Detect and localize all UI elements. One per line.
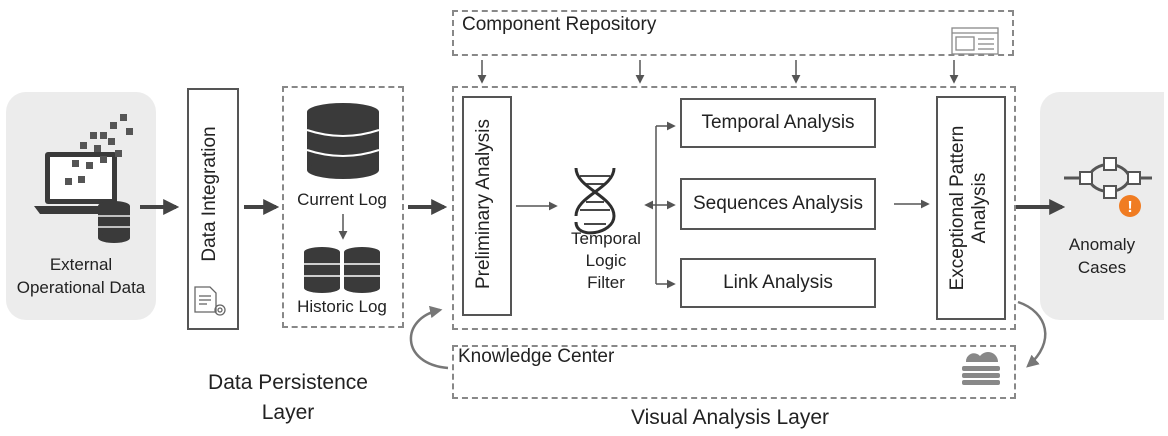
component-repository-label: Component Repository (462, 14, 657, 35)
link-analysis-label: Link Analysis (723, 272, 833, 293)
document-gear-icon (194, 286, 226, 316)
anomaly-network-icon: ! (1064, 157, 1152, 217)
temporal-analysis-box: Temporal Analysis (680, 98, 876, 148)
sequences-analysis-label: Sequences Analysis (692, 193, 864, 214)
data-persistence-box (282, 86, 404, 328)
historic-log-label: Historic Log (297, 297, 387, 316)
anomaly-cases-label: Anomaly Cases (1068, 235, 1136, 277)
current-log-database-icon (306, 103, 380, 179)
cloud-storage-icon (962, 351, 1000, 385)
svg-text:!: ! (1127, 199, 1132, 216)
component-repository-box (452, 10, 1014, 56)
external-label: External Operational Data (16, 255, 146, 297)
laptop-database-icon (34, 114, 133, 243)
anomaly-to-knowledge-arrow (1017, 300, 1047, 368)
knowledge-to-visual-arrow (409, 305, 449, 370)
temporal-analysis-label: Temporal Analysis (701, 112, 855, 133)
exceptional-pattern-box (936, 96, 1006, 320)
knowledge-center-box (452, 345, 1016, 399)
alert-icon (1119, 195, 1141, 217)
dna-icon (574, 167, 616, 235)
data-persistence-layer-label: Data Persistence Layer (208, 371, 368, 425)
component-window-icon (951, 27, 999, 55)
preliminary-analysis-box (462, 96, 512, 316)
link-analysis-box: Link Analysis (680, 258, 876, 308)
sequences-analysis-box: Sequences Analysis (680, 178, 876, 230)
knowledge-center-label: Knowledge Center (458, 346, 615, 367)
visual-analysis-layer-label: Visual Analysis Layer (630, 406, 830, 429)
historic-log-database-icon (304, 247, 380, 293)
visual-analysis-box (452, 86, 1016, 330)
current-log-label: Current Log (297, 190, 387, 209)
